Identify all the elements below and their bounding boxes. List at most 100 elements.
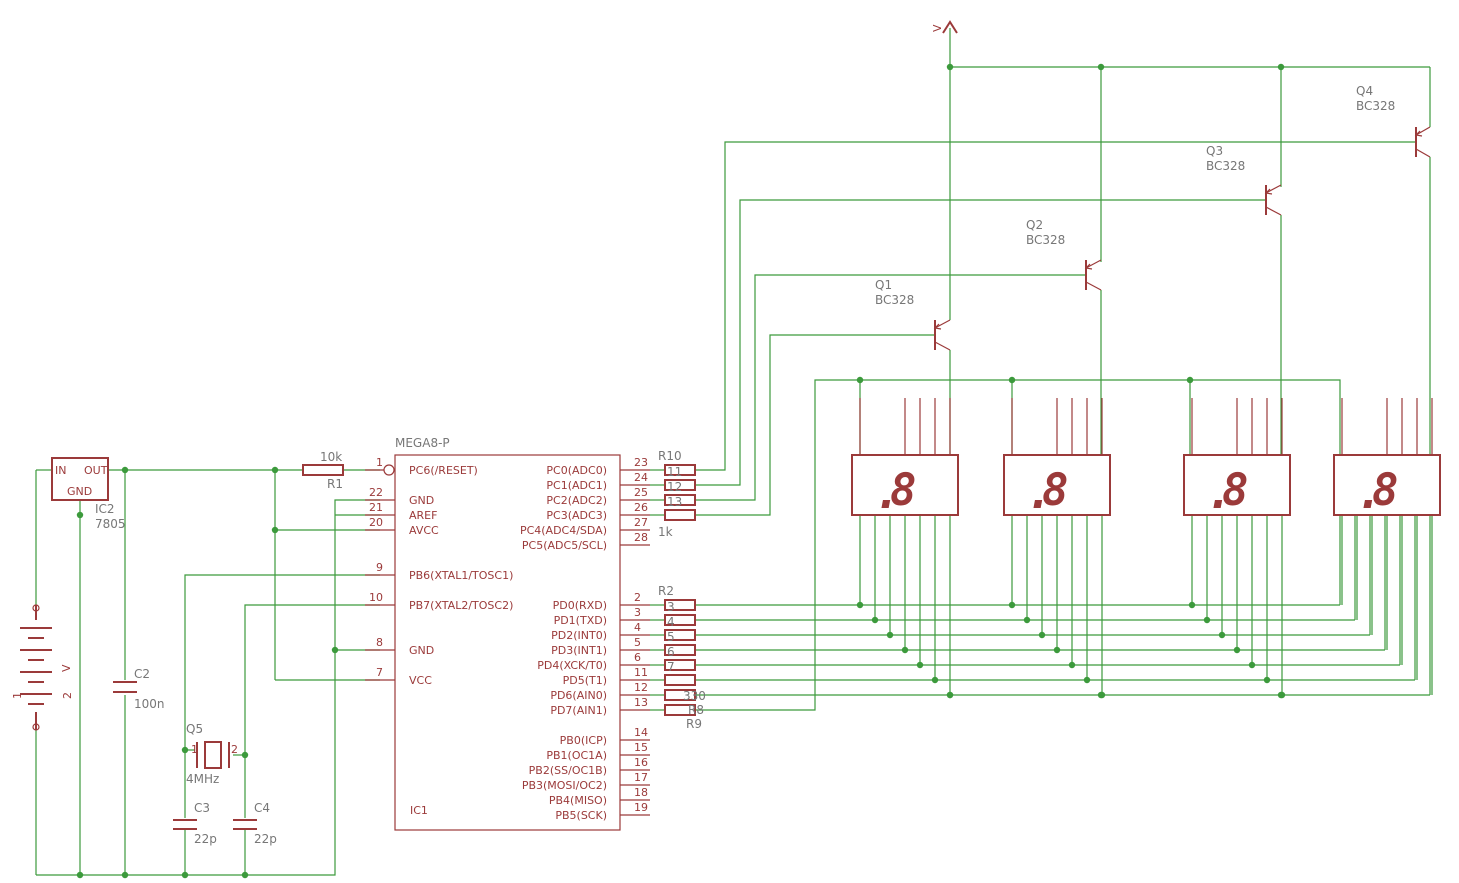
mcu-pin-name: PD1(TXD) — [554, 614, 607, 627]
base-resistor-icon — [664, 464, 696, 476]
mcu-pin-name: PD3(INT1) — [551, 644, 607, 657]
battery-pin1: 1 — [11, 692, 24, 699]
c3-name: C3 — [194, 801, 210, 815]
mcu-pin-num: 26 — [634, 501, 648, 514]
regulator-in-pin: IN — [55, 464, 66, 477]
transistor-name: Q4 — [1356, 84, 1373, 98]
mcu-pin-num: 23 — [634, 456, 648, 469]
junctions — [76, 63, 1286, 879]
mcu-pin-name: PD7(AIN1) — [550, 704, 607, 717]
mcu-part: MEGA8-P — [395, 436, 450, 450]
segment-resistor-icon — [664, 629, 696, 641]
transistor-name: Q3 — [1206, 144, 1223, 158]
mcu-pin-name: GND — [409, 494, 434, 507]
display-dot: . — [1206, 468, 1233, 519]
display-dot: . — [1026, 468, 1053, 519]
regulator-gnd-pin: GND — [67, 485, 92, 498]
segment-resistor-icon — [664, 659, 696, 671]
r1-value: 10k — [320, 450, 342, 464]
segment-resistor-label: 7 — [667, 660, 675, 674]
c2-name: C2 — [134, 667, 150, 681]
capacitor-c3-icon — [173, 819, 197, 830]
base-resistor-label: 13 — [667, 495, 682, 509]
segment-bus — [695, 515, 1433, 696]
c2-value: 100n — [134, 697, 165, 711]
base-resistor-icon — [664, 509, 696, 521]
mcu-pin-name: AREF — [409, 509, 437, 522]
transistor-name: Q1 — [875, 278, 892, 292]
mcu-pin-name: PB4(MISO) — [549, 794, 607, 807]
mcu-pin-num: 21 — [369, 501, 383, 514]
battery-side-label: V — [60, 664, 73, 672]
mcu-pin-name: PD2(INT0) — [551, 629, 607, 642]
seven-segment-display: 8. — [1183, 398, 1291, 519]
mcu-pin-name: PB3(MOSI/OC2) — [522, 779, 607, 792]
base-resistor-value: 1k — [658, 525, 673, 539]
mcu-pin-num: 11 — [634, 666, 648, 679]
mcu-pin-name: PC3(ADC3) — [546, 509, 607, 522]
mcu-pin-name: PC1(ADC1) — [546, 479, 607, 492]
segment-resistor-label: 330 — [683, 689, 706, 703]
seven-segment-display: 8. — [851, 398, 959, 519]
ground-rail — [36, 499, 380, 876]
crystal-pin2: 2 — [231, 743, 238, 756]
mcu-pin-num: 14 — [634, 726, 648, 739]
seven-segment-display: 8. — [1333, 398, 1441, 519]
mcu-pin-num: 22 — [369, 486, 383, 499]
display-digit: 8 — [1222, 465, 1249, 516]
mcu-pin-name: GND — [409, 644, 434, 657]
crystal-value: 4MHz — [186, 772, 219, 786]
mcu-pin-name: PD6(AIN0) — [550, 689, 607, 702]
regulator-name: IC2 — [95, 502, 115, 516]
transistor-value: BC328 — [1356, 99, 1395, 113]
regulator-out-pin: OUT — [84, 464, 108, 477]
mcu-pin-name: PB1(OC1A) — [546, 749, 607, 762]
mcu-pin-num: 1 — [376, 456, 383, 469]
mcu-pin-num: 3 — [634, 606, 641, 619]
mcu-pin-num: 13 — [634, 696, 648, 709]
mcu-pin-num: 7 — [376, 666, 383, 679]
base-resistor-label: R10 — [658, 449, 682, 463]
crystal-pin1: 1 — [191, 743, 198, 756]
base-resistor-label: 11 — [667, 465, 682, 479]
supply-label: V — [931, 24, 944, 32]
capacitor-c2-icon — [113, 681, 137, 693]
segment-resistor-icon — [664, 614, 696, 626]
mcu-pin-num: 20 — [369, 516, 383, 529]
mcu-pin-name: PB6(XTAL1/TOSC1) — [409, 569, 513, 582]
mcu-pin-num: 2 — [634, 591, 641, 604]
capacitor-c4-icon — [233, 819, 257, 830]
display-dot: . — [874, 468, 901, 519]
mcu-pin-name: PB0(ICP) — [560, 734, 607, 747]
mcu-pin-name: PC6(/RESET) — [409, 464, 478, 477]
seven-segment-display: 8. — [1003, 398, 1111, 519]
mcu-name: IC1 — [410, 804, 428, 817]
mcu-pin-name: PC0(ADC0) — [546, 464, 607, 477]
transistor-value: BC328 — [875, 293, 914, 307]
r1-name: R1 — [327, 477, 343, 491]
mcu-pin-name: AVCC — [409, 524, 439, 537]
segment-resistor-icon — [664, 674, 696, 686]
segment-resistor-label: 5 — [667, 630, 675, 644]
transistor-name: Q2 — [1026, 218, 1043, 232]
mcu-pin-name: PD0(RXD) — [553, 599, 607, 612]
segment-resistor-icon — [664, 704, 696, 716]
mcu-pin-name: VCC — [409, 674, 432, 687]
mcu-pin-num: 19 — [634, 801, 648, 814]
mcu-pin-name: PC5(ADC5/SCL) — [522, 539, 607, 552]
display-digit: 8 — [1372, 465, 1399, 516]
mcu-pin-num: 27 — [634, 516, 648, 529]
mcu-pin-name: PB5(SCK) — [555, 809, 607, 822]
resistor-r1-icon — [302, 464, 344, 476]
battery-pin2: 2 — [61, 692, 74, 699]
segment-resistor-label: R2 — [658, 584, 674, 598]
regulator: IN OUT GND — [51, 457, 109, 501]
mcu-pin-num: 8 — [376, 636, 383, 649]
mcu-pin-name: PD4(XCK/T0) — [537, 659, 607, 672]
battery-icon — [20, 604, 52, 731]
mcu-pin-name: PB2(SS/OC1B) — [529, 764, 607, 777]
transistor-value: BC328 — [1026, 233, 1065, 247]
